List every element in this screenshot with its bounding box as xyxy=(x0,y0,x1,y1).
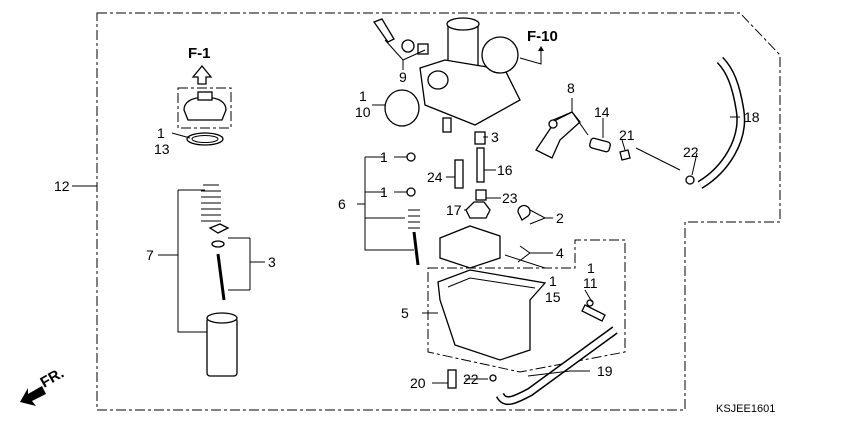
callout-1[interactable]: 1 xyxy=(587,260,595,276)
callout-10[interactable]: 10 xyxy=(355,104,371,120)
callout-3[interactable]: 3 xyxy=(268,254,276,270)
callout-2[interactable]: 2 xyxy=(556,210,564,226)
callout-16[interactable]: 16 xyxy=(497,162,513,178)
callout-23[interactable]: 23 xyxy=(502,190,518,206)
callout-18[interactable]: 18 xyxy=(744,109,760,125)
carburetor-body xyxy=(419,17,521,133)
choke-lever xyxy=(535,111,581,159)
callout-7[interactable]: 7 xyxy=(146,247,154,263)
front-arrow-icon xyxy=(20,386,46,406)
callout-1[interactable]: 1 xyxy=(359,88,367,104)
needle-clip xyxy=(211,240,225,248)
callout-1[interactable]: 1 xyxy=(380,184,388,200)
throttle-valve xyxy=(206,312,238,377)
jet-needle xyxy=(216,253,226,301)
o-ring-small xyxy=(406,187,416,197)
carb-top-cap xyxy=(183,91,227,121)
needle-jet xyxy=(475,189,487,201)
o-ring-small xyxy=(406,152,416,162)
callout-6[interactable]: 6 xyxy=(338,196,346,212)
collar xyxy=(589,137,611,153)
float-chamber xyxy=(437,269,547,361)
callout-13[interactable]: 13 xyxy=(154,141,170,157)
callout-24[interactable]: 24 xyxy=(427,169,443,185)
f10-arrow-icon xyxy=(538,46,544,51)
float-chamber-boundary xyxy=(427,239,626,373)
pilot-screw-set xyxy=(372,18,429,55)
callout-15[interactable]: 15 xyxy=(545,289,561,305)
callout-3[interactable]: 3 xyxy=(491,129,499,145)
reference-f10[interactable]: F-10 xyxy=(527,28,558,45)
screw-21 xyxy=(619,149,631,161)
throttle-valve-spring xyxy=(201,184,221,222)
callout-5[interactable]: 5 xyxy=(401,305,409,321)
main-jet xyxy=(474,131,486,145)
callout-22[interactable]: 22 xyxy=(463,371,479,387)
air-screw-spring xyxy=(408,209,420,229)
callout-11[interactable]: 11 xyxy=(583,275,598,291)
callout-17[interactable]: 17 xyxy=(446,202,462,218)
callout-9[interactable]: 9 xyxy=(399,69,407,85)
callout-14[interactable]: 14 xyxy=(594,104,610,120)
float xyxy=(439,225,546,269)
float-valve xyxy=(465,201,491,219)
f10-leader xyxy=(519,48,542,65)
callout-22[interactable]: 22 xyxy=(683,144,699,160)
callout-8[interactable]: 8 xyxy=(567,80,575,96)
up-arrow-icon xyxy=(191,64,213,85)
o-ring-11 xyxy=(586,299,594,307)
callout-4[interactable]: 4 xyxy=(556,245,564,261)
callout-21[interactable]: 21 xyxy=(619,127,635,143)
callout-19[interactable]: 19 xyxy=(597,363,613,379)
air-screw xyxy=(412,231,420,266)
diagram-code: KSJEE1601 xyxy=(716,403,775,415)
tube-clip xyxy=(685,175,695,185)
f1-reference-box xyxy=(177,87,232,129)
assembly-boundary xyxy=(96,12,781,411)
clip-2 xyxy=(517,204,531,221)
callout-1[interactable]: 1 xyxy=(549,273,557,289)
callout-12[interactable]: 12 xyxy=(54,178,70,194)
leader-21 xyxy=(635,147,681,171)
o-ring xyxy=(384,89,420,127)
callout-20[interactable]: 20 xyxy=(410,375,426,391)
tube-clip-22 xyxy=(489,374,497,382)
needle-jet-holder xyxy=(476,147,485,183)
needle-clip-plate xyxy=(208,223,230,234)
screw-20 xyxy=(447,369,457,389)
front-direction-marker: FR. xyxy=(20,365,67,406)
slow-jet xyxy=(454,159,464,189)
callout-1[interactable]: 1 xyxy=(380,149,388,165)
callout-1[interactable]: 1 xyxy=(157,125,165,141)
reference-f1[interactable]: F-1 xyxy=(188,45,211,62)
drain-screw xyxy=(581,304,606,322)
